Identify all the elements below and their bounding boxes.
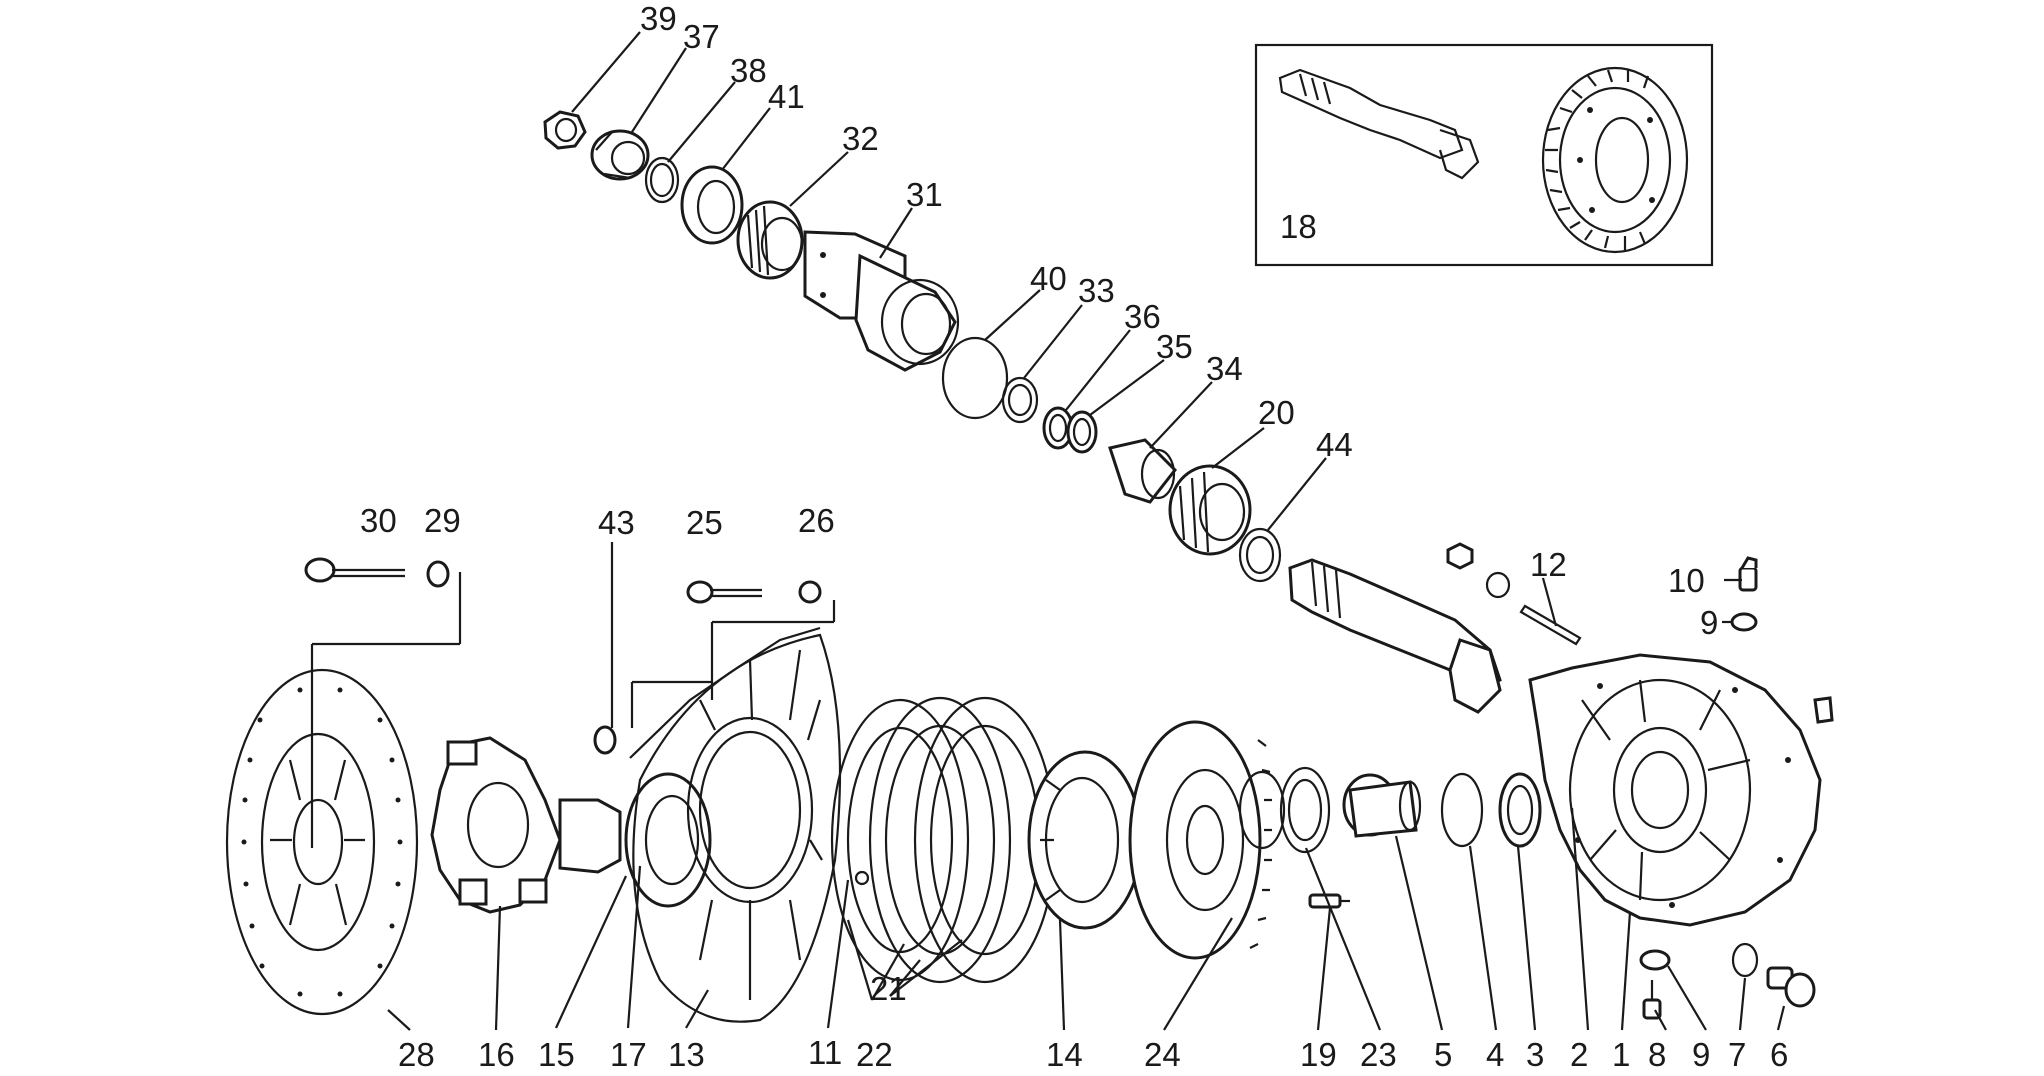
part-35-washer	[1066, 410, 1098, 454]
callout-39: 39	[640, 0, 677, 37]
callout-43: 43	[598, 504, 635, 541]
part-4-ring	[1440, 772, 1484, 848]
inset-crown-wheel	[1541, 66, 1689, 254]
upper-shaft-assembly	[543, 110, 1582, 714]
part-38-ring	[644, 156, 680, 204]
part-31-pinion-housing	[803, 230, 960, 372]
part-33-shim	[1001, 376, 1039, 424]
callout-35: 35	[1156, 328, 1193, 365]
part-10-bolt	[1738, 556, 1758, 592]
callout-19: 19	[1300, 1036, 1337, 1073]
callout-29: 29	[424, 502, 461, 539]
callout-12: 12	[1530, 546, 1567, 583]
leader-lines	[310, 31, 1786, 1031]
part-9-washer-lower	[1639, 949, 1671, 971]
part-16-hub-carrier	[430, 736, 622, 914]
inset-crown-pinion-set: 18	[1254, 43, 1714, 267]
part-21-ring	[868, 696, 1012, 984]
part-44-ring	[1238, 527, 1282, 583]
part-14-ball-bearing	[1027, 750, 1143, 930]
part-9-washer-upper	[1730, 612, 1758, 632]
callout-24: 24	[1144, 1036, 1181, 1073]
small-nut	[1446, 542, 1474, 570]
part-6-plug	[1766, 966, 1816, 1008]
part-7-o-ring	[1731, 942, 1759, 978]
pinion-shaft	[1288, 558, 1502, 714]
part-23-shim-ring	[1279, 766, 1331, 854]
part-43-nut	[593, 725, 617, 755]
part-12-pin	[1519, 604, 1582, 646]
disc-holes	[241, 687, 403, 997]
callout-11: 11	[808, 1034, 842, 1071]
part-24-crown-gear	[1128, 720, 1272, 960]
callout-20: 20	[1258, 394, 1295, 431]
callout-4: 4	[1486, 1036, 1504, 1073]
callout-numbers: 39 37 38 41 32 31 40 33 36 35 34 20 44 1…	[360, 0, 1788, 1073]
callout-41: 41	[768, 78, 805, 115]
part-37-bearing	[590, 129, 650, 181]
callout-38: 38	[730, 52, 767, 89]
part-3-seal	[1498, 772, 1542, 848]
callout-8: 8	[1648, 1036, 1666, 1073]
part-26-washer	[798, 580, 822, 604]
callout-30: 30	[360, 502, 397, 539]
callout-7: 7	[1728, 1036, 1746, 1073]
callout-3: 3	[1526, 1036, 1544, 1073]
callout-5: 5	[1434, 1036, 1452, 1073]
callout-37: 37	[683, 18, 720, 55]
callout-1: 1	[1612, 1036, 1630, 1073]
callout-44: 44	[1316, 426, 1353, 463]
part-28-brake-disc	[225, 668, 419, 1016]
inset-label: 18	[1280, 208, 1317, 245]
callout-23: 23	[1360, 1036, 1397, 1073]
callout-15: 15	[538, 1036, 575, 1073]
part-13-wheel-carrier	[629, 626, 870, 1023]
callout-28: 28	[398, 1036, 435, 1073]
part-25-bolt	[686, 580, 762, 604]
callout-33: 33	[1078, 272, 1115, 309]
part-41-oil-seal	[680, 165, 744, 245]
callout-34: 34	[1206, 350, 1243, 387]
part-29-washer	[426, 560, 450, 588]
part-8-bolt	[1642, 980, 1662, 1020]
callout-13: 13	[668, 1036, 705, 1073]
callout-22: 22	[856, 1036, 893, 1073]
callout-36: 36	[1124, 298, 1161, 335]
callout-31: 31	[906, 176, 943, 213]
part-1-final-drive-case	[1528, 653, 1834, 927]
callout-40: 40	[1030, 260, 1067, 297]
inset-pinion-shaft	[1278, 68, 1480, 180]
part-30-bolt	[304, 557, 405, 583]
callout-9-upper: 9	[1700, 604, 1718, 641]
part-39-nut	[543, 110, 587, 150]
small-washer	[1485, 571, 1511, 599]
callout-14: 14	[1046, 1036, 1083, 1073]
callout-21: 21	[870, 970, 907, 1007]
callout-26: 26	[798, 502, 835, 539]
callout-10: 10	[1668, 562, 1705, 599]
callout-2: 2	[1570, 1036, 1588, 1073]
thrust-ring	[1238, 770, 1286, 850]
part-20-roller-bearing	[1168, 464, 1252, 556]
callout-25: 25	[686, 504, 723, 541]
part-34-spacer	[1108, 438, 1177, 504]
part-32-taper-bearing	[736, 200, 804, 280]
part-5-taper-bearing	[1342, 773, 1422, 838]
callout-16: 16	[478, 1036, 515, 1073]
callout-6: 6	[1770, 1036, 1788, 1073]
callout-9-lower: 9	[1692, 1036, 1710, 1073]
callout-17: 17	[610, 1036, 647, 1073]
callout-32: 32	[842, 120, 879, 157]
part-40-o-ring	[941, 336, 1009, 420]
